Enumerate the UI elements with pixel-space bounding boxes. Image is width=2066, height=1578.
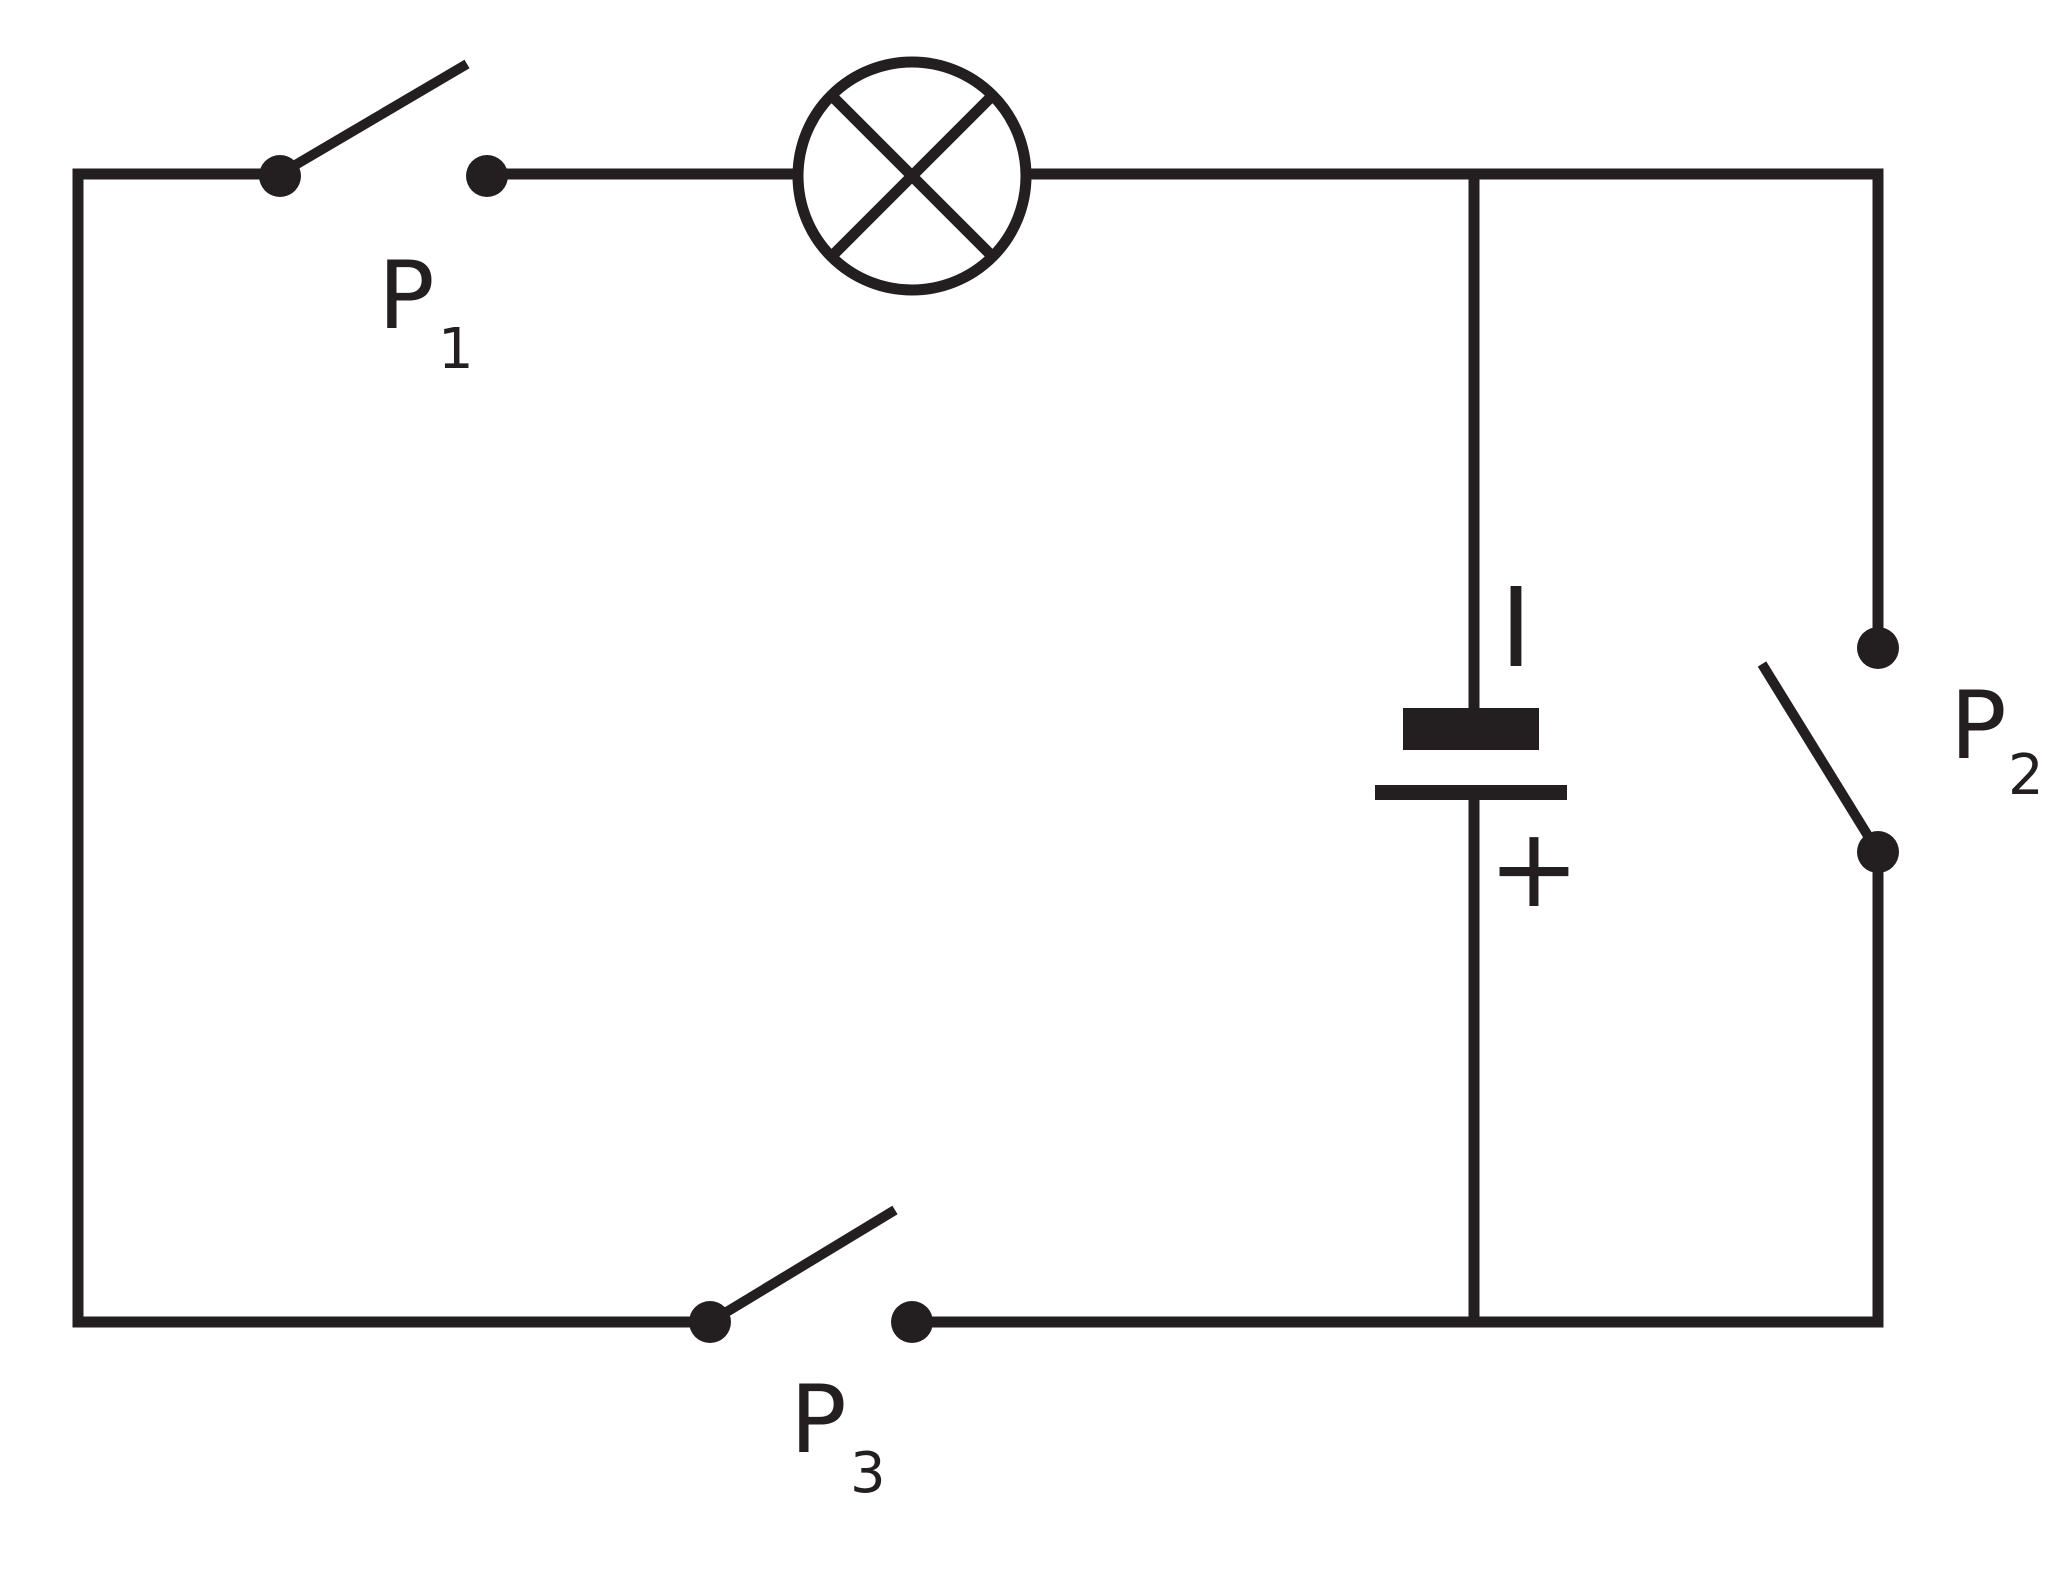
switch-p1: P 1	[259, 59, 508, 382]
battery-positive-sign: +	[1488, 804, 1580, 932]
switch-p3-label: P	[790, 1366, 847, 1475]
switch-p2-label: P	[1950, 672, 2007, 781]
battery-icon: I +	[1375, 564, 1580, 932]
wire-lamp-to-right	[1026, 168, 1884, 648]
switch-p2-terminal-lower	[1857, 831, 1899, 873]
switch-p1-lever	[277, 59, 470, 179]
switch-p2-terminal-upper	[1857, 627, 1899, 669]
switch-p2: P 2	[1757, 627, 2044, 873]
battery-positive-plate	[1375, 785, 1567, 800]
switch-p2-lever	[1757, 661, 1883, 855]
switch-p1-terminal-left	[259, 155, 301, 197]
wire-left-loop	[72, 168, 710, 1328]
switch-p3-terminal-left	[689, 1301, 731, 1343]
wire-right-lower	[912, 852, 1884, 1328]
switch-p1-index: 1	[438, 317, 474, 382]
switch-p3-terminal-right	[891, 1301, 933, 1343]
switch-p3-lever	[707, 1205, 898, 1327]
battery-negative-sign: I	[1500, 564, 1532, 692]
switch-p1-label: P	[378, 242, 435, 351]
switch-p1-terminal-right	[466, 155, 508, 197]
switch-p3: P 3	[689, 1205, 933, 1506]
switch-p3-index: 3	[850, 1441, 886, 1506]
lamp-icon	[792, 56, 1032, 296]
battery-negative-plate	[1403, 708, 1539, 750]
switch-p2-index: 2	[2008, 743, 2044, 808]
